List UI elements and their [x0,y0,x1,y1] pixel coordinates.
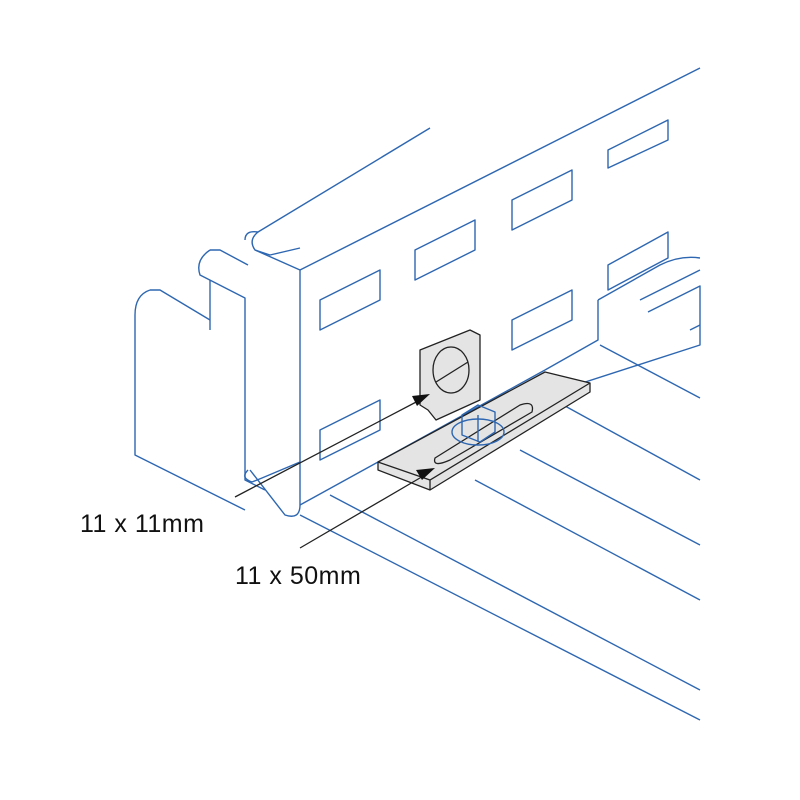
hex-bolt [461,404,496,443]
square-hole [432,346,470,394]
hole-size-label: 11 x 11mm [80,510,205,538]
slot [433,402,534,465]
slot-size-label: 11 x 50mm [235,562,362,590]
floor-lines [299,344,701,721]
wall-slots [319,119,669,461]
bracket [377,329,591,491]
leader-lines [234,394,435,549]
back-rail [544,256,701,396]
